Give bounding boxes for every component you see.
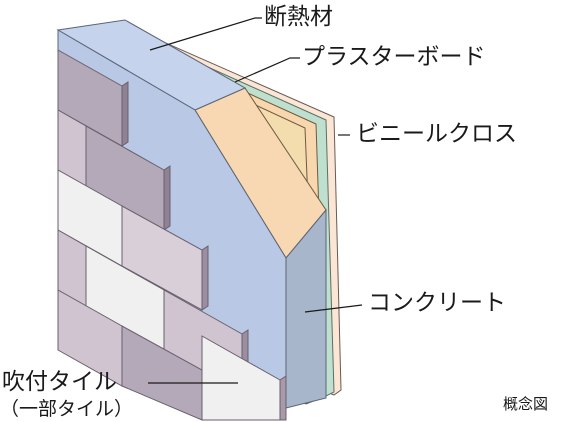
leader-plasterboard: [234, 57, 300, 83]
label-vinyl-cloth: ビニールクロス: [356, 121, 517, 147]
label-concrete: コンクリート: [368, 290, 506, 316]
label-insulation: 断熱材: [264, 4, 333, 30]
label-plasterboard: プラスターボード: [302, 44, 486, 70]
label-tile: 吹付タイル: [2, 369, 117, 395]
leader-insulation: [149, 17, 262, 51]
label-concept: 概念図: [503, 395, 549, 413]
leader-lines: [148, 17, 363, 384]
concrete-side-face: [285, 208, 327, 409]
label-tile-note: （一部タイル）: [0, 398, 134, 420]
tile-bricks: [57, 49, 287, 421]
leader-concrete: [304, 304, 363, 313]
